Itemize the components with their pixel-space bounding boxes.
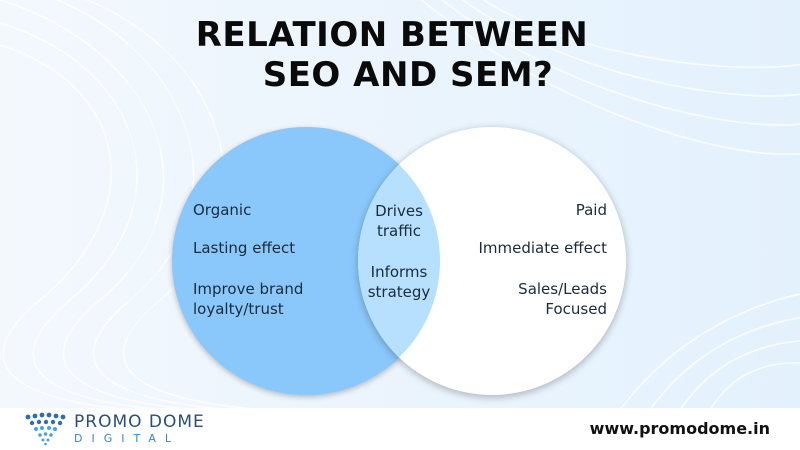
- overlap-item-informs: Informs: [370, 263, 428, 281]
- overlap-region: [358, 127, 440, 395]
- brand-subtitle: DIGITAL: [74, 432, 181, 445]
- seo-item-organic: Organic: [193, 201, 252, 219]
- seo-item-improve-brand: Improve brand: [193, 280, 304, 298]
- sem-item-immediate-effect: Immediate effect: [478, 239, 607, 257]
- sem-item-focused: Focused: [545, 300, 607, 318]
- footer: PROMO DOME DIGITAL www.promodome.in: [0, 408, 800, 450]
- seo-item-lasting-effect: Lasting effect: [193, 239, 296, 257]
- brand-name: PROMO DOME: [74, 412, 205, 432]
- overlap-item-strategy: strategy: [367, 283, 431, 301]
- infographic-canvas: RELATION BETWEEN SEO AND SEM? Organic La…: [0, 0, 800, 408]
- seo-item-loyalty-trust: loyalty/trust: [193, 300, 284, 318]
- title-line-1: RELATION BETWEEN: [195, 15, 589, 55]
- sem-item-paid: Paid: [575, 201, 607, 219]
- dotted-dome-icon: [25, 412, 66, 446]
- wave-line-background: [0, 0, 800, 408]
- title-line-2: SEO AND SEM?: [262, 55, 554, 95]
- website-url[interactable]: www.promodome.in: [589, 419, 770, 438]
- overlap-item-drives: Drives: [375, 202, 423, 220]
- overlap-item-traffic: traffic: [377, 222, 421, 240]
- sem-item-sales-leads: Sales/Leads: [518, 280, 607, 298]
